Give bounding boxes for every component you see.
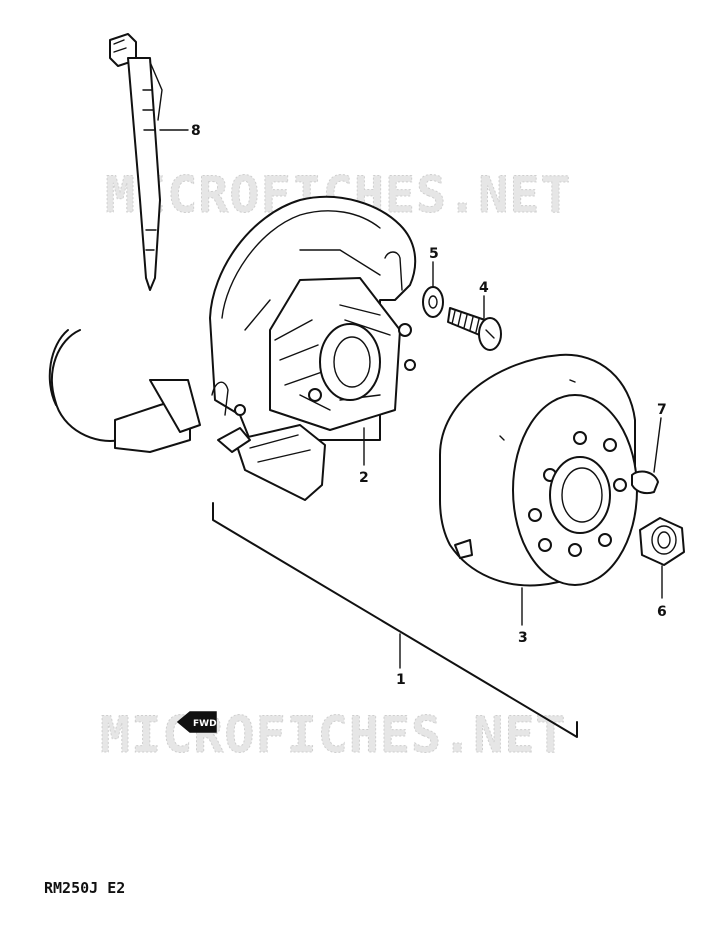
flywheel-rotor[interactable] (439, 353, 638, 587)
cable-tie[interactable] (109, 33, 163, 291)
screw[interactable] (447, 307, 502, 351)
woodruff-key[interactable] (631, 470, 659, 495)
forward-arrow-label: FWD (193, 719, 217, 729)
flywheel-nut[interactable] (639, 517, 685, 566)
leader-lines (159, 129, 663, 669)
callout-6: 6 (657, 604, 667, 620)
model-code: RM250J E2 (44, 879, 125, 897)
callout-5: 5 (429, 246, 439, 262)
watermark-top: MICROFICHES.NET (105, 166, 572, 224)
callout-2: 2 (359, 470, 369, 486)
washer[interactable] (422, 286, 444, 318)
callout-4: 4 (479, 280, 489, 296)
callout-7: 7 (657, 402, 667, 418)
assembly-bracket (212, 502, 578, 738)
callout-1: 1 (396, 672, 406, 688)
callout-3: 3 (518, 630, 528, 646)
stator-plate[interactable] (48, 195, 417, 501)
forward-arrow-icon: FWD (176, 711, 217, 733)
callout-8: 8 (191, 123, 201, 139)
watermark-bottom: MICROFICHES.NET (100, 706, 567, 764)
